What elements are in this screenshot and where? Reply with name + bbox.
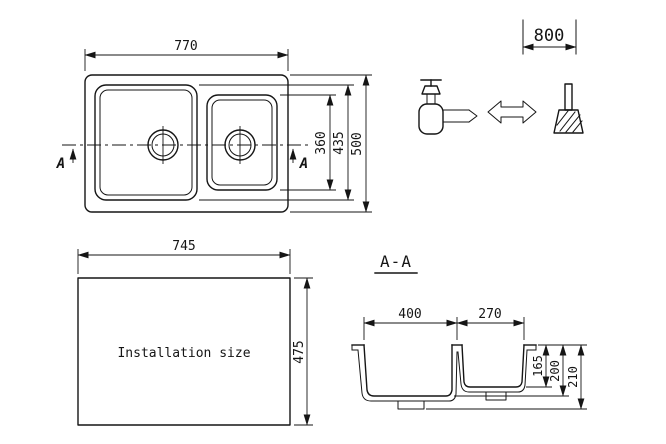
dim-cutout-width: 745 bbox=[172, 239, 195, 254]
double-arrow-icon bbox=[487, 100, 537, 124]
dim-small-bowl-depth: 165 bbox=[531, 355, 545, 377]
dim-cutout-depth: 475 bbox=[292, 340, 307, 363]
sink-top-view: A A bbox=[56, 74, 308, 213]
small-bowl-rim bbox=[206, 94, 278, 191]
dim-overall-height: 210 bbox=[566, 366, 580, 388]
section-view: A-A 400 270 165 200 bbox=[351, 252, 587, 410]
dim-bowl-zone-depth: 435 bbox=[332, 131, 347, 154]
siphon-icon bbox=[418, 79, 478, 135]
brush-handle bbox=[564, 83, 573, 111]
hatch-line bbox=[565, 114, 581, 133]
hatch-line bbox=[559, 111, 576, 132]
installation-cutout bbox=[77, 277, 291, 426]
installation-caption: Installation size bbox=[117, 346, 250, 361]
large-bowl-inner bbox=[99, 89, 193, 196]
section-label-right: A bbox=[299, 156, 308, 172]
small-bowl-inner bbox=[211, 99, 273, 186]
outlet-end bbox=[468, 109, 478, 123]
section-title: A-A bbox=[380, 252, 412, 271]
cabinet-width-dimension: 800 bbox=[522, 19, 577, 55]
large-bowl-profile-inner bbox=[363, 344, 453, 397]
large-bowl-profile-outer bbox=[357, 349, 458, 402]
large-drain-bump bbox=[397, 400, 425, 410]
small-bowl-profile-outer bbox=[457, 349, 528, 393]
section-label-left: A bbox=[56, 156, 65, 172]
brush-head bbox=[553, 109, 584, 134]
dim-small-bowl-depth: 360 bbox=[314, 131, 329, 154]
dim-overall-width: 770 bbox=[174, 39, 197, 54]
installation-view: Installation size 745 475 bbox=[77, 239, 313, 426]
dim-cabinet-width: 800 bbox=[534, 26, 565, 46]
trap-bottle bbox=[418, 103, 444, 135]
hatch-line bbox=[556, 110, 569, 126]
dim-overall-depth: 500 bbox=[350, 132, 365, 155]
dim-large-bowl-width: 400 bbox=[398, 307, 421, 322]
top-view-dimensions: 770 360 435 500 bbox=[84, 39, 372, 213]
dim-small-bowl-width: 270 bbox=[478, 307, 501, 322]
tap-body bbox=[421, 85, 441, 95]
sink-outline bbox=[84, 74, 289, 213]
large-bowl-rim bbox=[94, 84, 198, 201]
dim-large-bowl-depth: 200 bbox=[548, 360, 562, 382]
hatch-line bbox=[572, 120, 583, 133]
brush-icon bbox=[553, 83, 584, 134]
small-bowl-profile-inner bbox=[461, 344, 525, 388]
